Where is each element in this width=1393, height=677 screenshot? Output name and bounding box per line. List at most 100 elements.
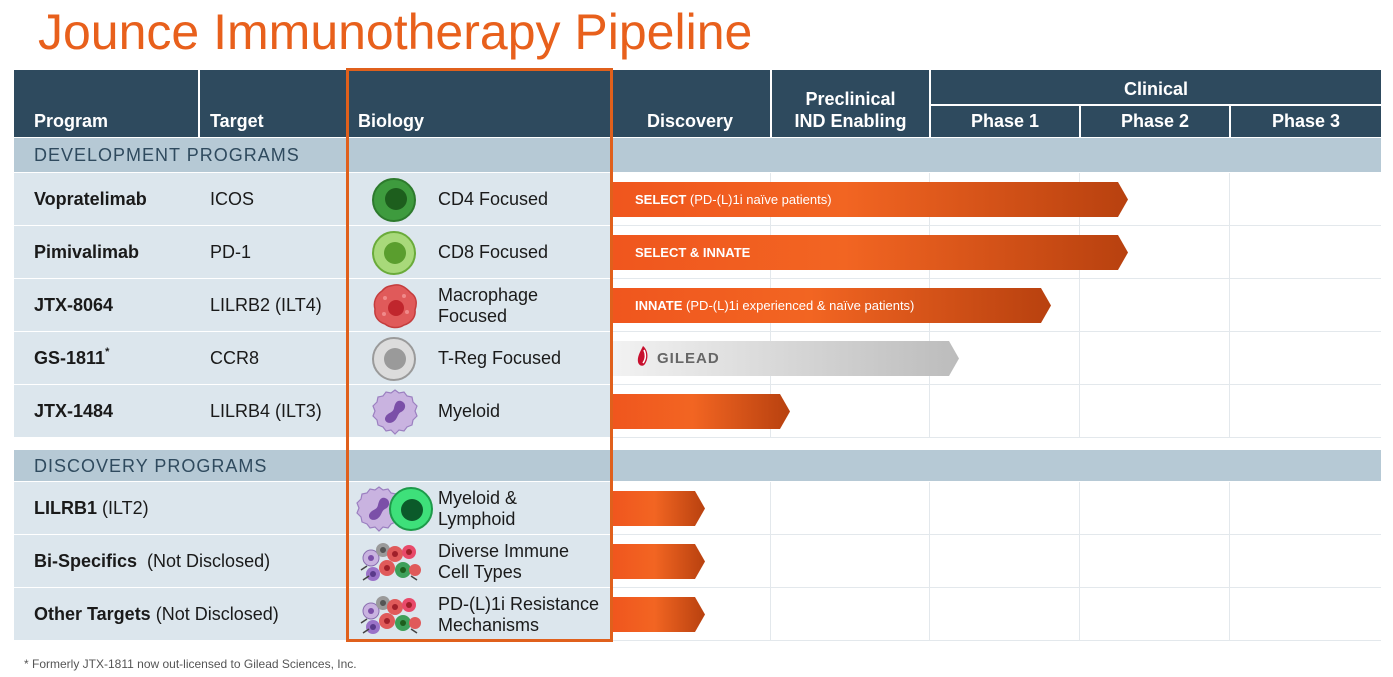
partner-progress-bar: [613, 341, 959, 376]
column-divider: [770, 588, 771, 641]
progress-bar: [613, 491, 705, 526]
biology-label-line2: Focused: [438, 305, 508, 326]
column-divider: [1079, 535, 1080, 588]
header-preclinical-line2: IND Enabling: [794, 111, 907, 131]
immune-cells-cluster-icon: [357, 538, 423, 586]
column-divider: [1229, 173, 1230, 226]
column-divider: [770, 482, 771, 535]
header-divider: [1229, 106, 1231, 137]
header-clinical: Clinical: [1123, 79, 1189, 99]
section-band-discovery: [14, 450, 1381, 481]
target-name: CCR8: [210, 348, 260, 368]
column-divider: [1229, 535, 1230, 588]
progress-bar-arrow: [613, 235, 1128, 270]
row-background: [14, 482, 613, 534]
progress-bar-arrow: [613, 341, 959, 376]
header-divider: [198, 70, 200, 137]
biology-label-line2: Mechanisms: [438, 614, 540, 635]
section-band-development: [14, 138, 1381, 172]
biology-label-line1: CD8 Focused: [438, 242, 549, 262]
column-divider: [1079, 482, 1080, 535]
progress-bar: [613, 597, 705, 632]
footnote: * Formerly JTX-1811 now out-licensed to …: [24, 657, 357, 671]
progress-bar-arrow: [613, 544, 705, 579]
biology-label-line2: Cell Types: [438, 561, 522, 582]
gilead-logo-icon: [635, 344, 651, 373]
footnote-marker: *: [105, 346, 110, 358]
partner-name: GILEAD: [657, 350, 720, 367]
program-name: Other Targets (Not Disclosed): [34, 588, 279, 641]
progress-bar: [613, 235, 1128, 270]
header-target: Target: [210, 111, 264, 131]
header-biology: Biology: [358, 111, 424, 131]
myeloid-lymphoid-icon: [355, 485, 435, 533]
biology-label: CD4 Focused: [438, 173, 548, 226]
column-divider: [1229, 226, 1230, 279]
column-divider: [1229, 588, 1230, 641]
biology-label-line1: Myeloid &: [438, 487, 518, 508]
biology-highlight-box: [346, 68, 613, 642]
header-phase1: Phase 1: [970, 111, 1040, 131]
program-name: Vopratelimab: [34, 173, 147, 226]
program-name: Bi-Specifics (Not Disclosed): [34, 535, 270, 588]
column-divider: [1079, 588, 1080, 641]
biology-label: CD8 Focused: [438, 226, 548, 279]
biology-label-line1: Diverse Immune: [438, 540, 570, 561]
biology-label: Myeloid: [438, 385, 500, 438]
immune-cells-cluster-icon: [357, 591, 423, 639]
target-name: LILRB4 (ILT3): [210, 401, 322, 421]
column-divider: [929, 535, 930, 588]
biology-label-line2: Lymphoid: [438, 508, 516, 529]
program-name-suffix: (Not Disclosed): [137, 551, 271, 571]
column-divider: [929, 588, 930, 641]
program-name-bold: GS-1811: [34, 348, 106, 368]
program-name-bold: Other Targets: [34, 604, 151, 624]
header-divider: [770, 70, 772, 137]
row-divider: [613, 437, 1381, 438]
program-name-suffix: (Not Disclosed): [150, 604, 279, 624]
program-name-bold: Vopratelimab: [34, 189, 147, 209]
biology-label-line1: PD-(L)1i Resistance: [438, 593, 600, 614]
program-name-bold: JTX-1484: [34, 401, 114, 421]
progress-bar: [613, 288, 1051, 323]
section-discovery: DISCOVERY PROGRAMS: [34, 456, 268, 476]
column-divider: [770, 535, 771, 588]
progress-bar: [613, 394, 790, 429]
row-divider: [613, 587, 1381, 588]
column-divider: [1079, 332, 1080, 385]
progress-bar-label: SELECT & INNATE: [635, 235, 750, 270]
column-divider: [1229, 332, 1230, 385]
program-name: LILRB1 (ILT2): [34, 482, 149, 535]
table-header: [14, 70, 1381, 137]
progress-bar-label-bold: SELECT: [635, 192, 687, 207]
biology-label-line1: T-Reg Focused: [438, 348, 562, 368]
program-name-bold: Pimivalimab: [34, 242, 140, 262]
column-divider: [1229, 482, 1230, 535]
header-phase3: Phase 3: [1271, 111, 1341, 131]
section-development: DEVELOPMENT PROGRAMS: [34, 145, 300, 165]
row-background: [14, 332, 613, 384]
cd8-cell-icon: [371, 229, 417, 277]
row-background: [14, 385, 613, 437]
target-name: LILRB2 (ILT4): [210, 295, 322, 315]
header-preclinical: Preclinical IND Enabling: [772, 88, 929, 132]
program-name: JTX-8064: [34, 279, 113, 332]
macrophage-cell-icon: [371, 282, 419, 330]
row-divider: [613, 384, 1381, 385]
row-divider: [613, 225, 1381, 226]
header-discovery: Discovery: [647, 111, 734, 131]
header-divider: [931, 104, 1381, 106]
biology-label: Myeloid &Lymphoid: [438, 482, 517, 535]
header-program: Program: [34, 111, 109, 131]
progress-bar-arrow: [613, 597, 705, 632]
header-divider: [929, 70, 931, 137]
progress-bar-label: SELECT (PD-(L)1i naïve patients): [635, 182, 832, 217]
partner-logo: GILEAD: [635, 341, 720, 376]
biology-label-line1: Macrophage: [438, 284, 539, 305]
column-divider: [929, 385, 930, 438]
header-preclinical-line1: Preclinical: [805, 89, 896, 109]
column-divider: [1079, 279, 1080, 332]
column-divider: [929, 482, 930, 535]
